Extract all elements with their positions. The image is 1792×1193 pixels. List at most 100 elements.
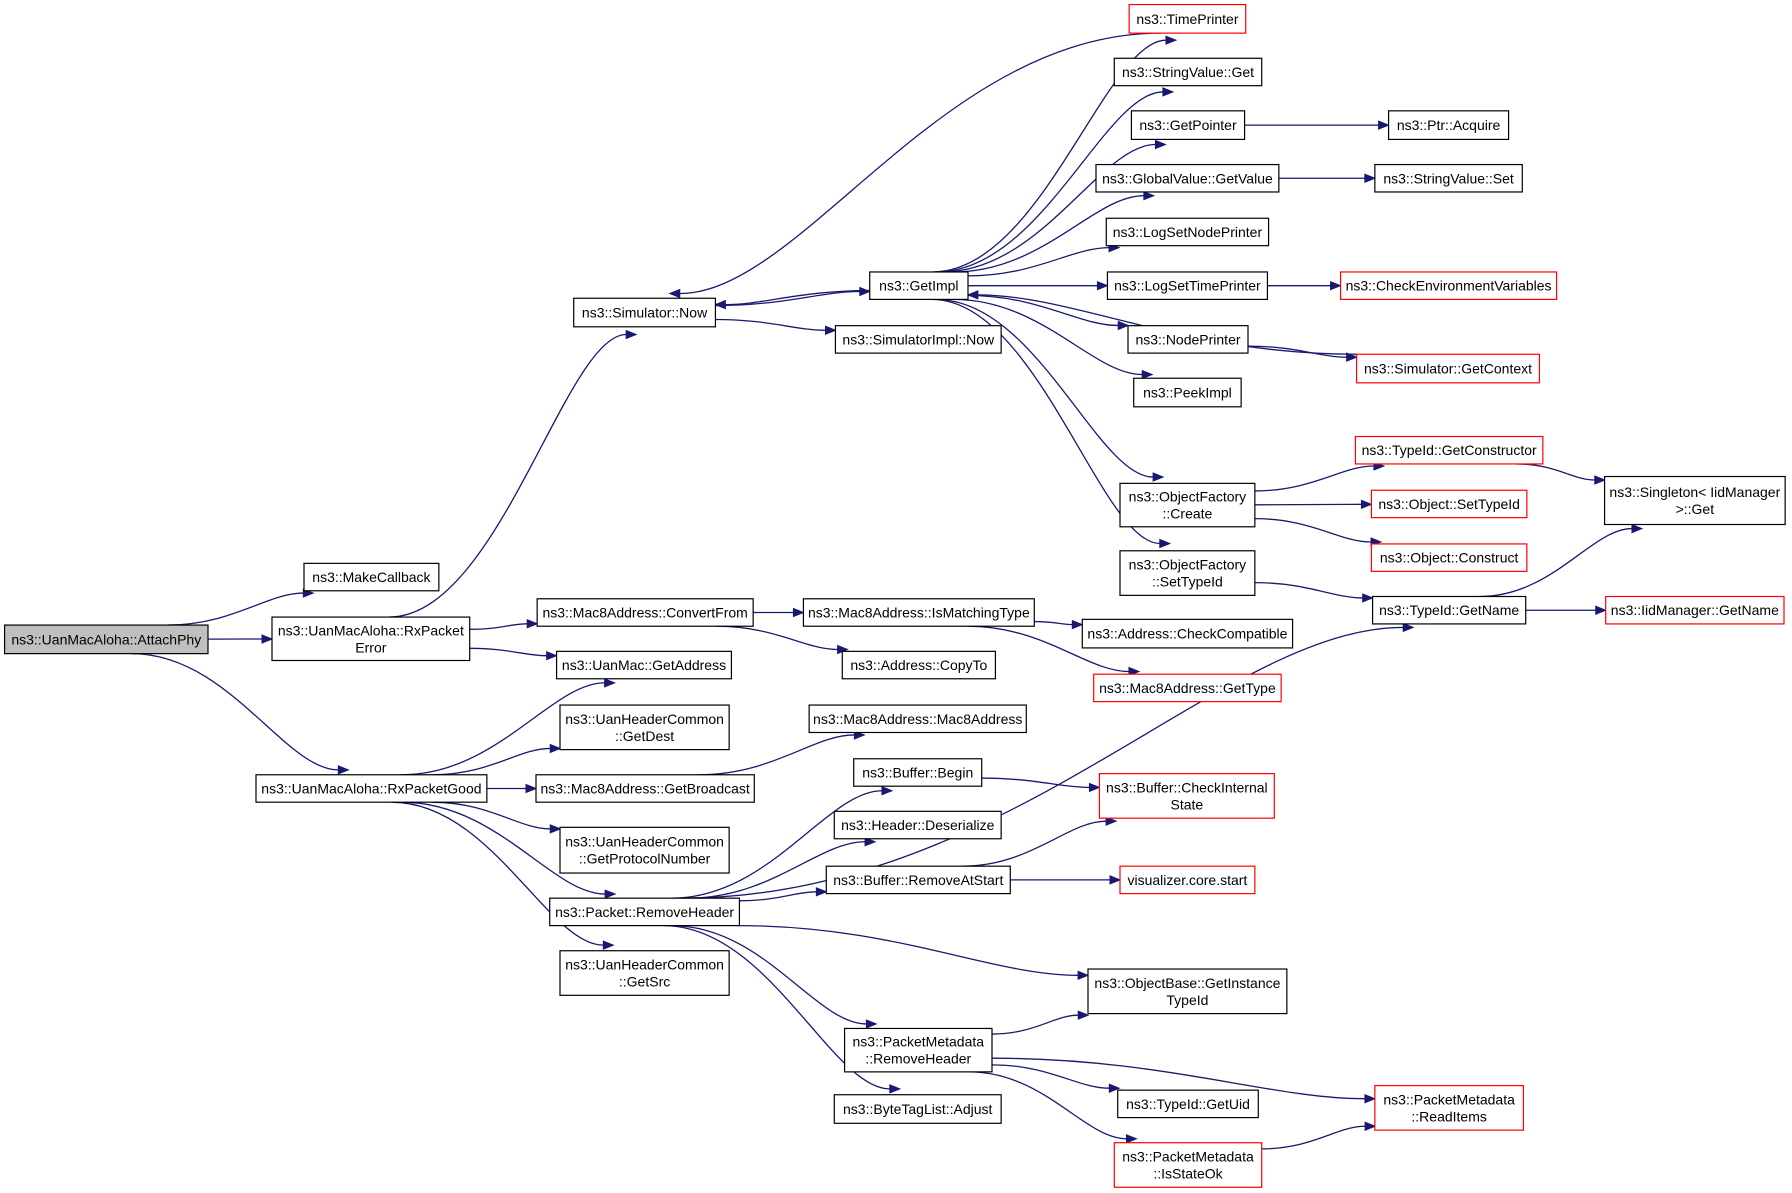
- node-checkenv[interactable]: ns3::CheckEnvironmentVariables: [1339, 271, 1558, 300]
- node-headerdeserialize[interactable]: ns3::Header::Deserialize: [833, 810, 1002, 840]
- edge-getimpl-to-logsetnodeprinter: [967, 246, 1110, 277]
- node-nodeprinter[interactable]: ns3::NodePrinter: [1127, 325, 1249, 354]
- node-label: ns3::PacketMetadata: [1122, 1149, 1254, 1165]
- node-simnow[interactable]: ns3::Simulator::Now: [573, 297, 717, 328]
- edge-rxpacketerror-to-uanmacgetaddress: [469, 647, 547, 657]
- node-box: [1087, 968, 1288, 1015]
- node-pktmetaisstateok[interactable]: ns3::PacketMetadata::IsStateOk: [1113, 1142, 1263, 1188]
- node-label: ns3::Mac8Address::ConvertFrom: [542, 604, 747, 620]
- arrowhead-rxpacketgood-to-packetremoveheader: [604, 889, 617, 899]
- node-singletonget[interactable]: ns3::Singleton< IidManager>::Get: [1603, 475, 1786, 526]
- arrowhead-objfactorysettypeid-to-typeidgetname: [1362, 593, 1375, 603]
- node-uanhdrgetdest[interactable]: ns3::UanHeaderCommon::GetDest: [559, 704, 730, 751]
- node-attachphy[interactable]: ns3::UanMacAloha::AttachPhy: [3, 624, 209, 655]
- node-ptracquire[interactable]: ns3::Ptr::Acquire: [1387, 110, 1510, 141]
- node-logsetnodeprinter[interactable]: ns3::LogSetNodePrinter: [1105, 217, 1270, 247]
- node-stringvalueset[interactable]: ns3::StringValue::Set: [1374, 163, 1523, 193]
- node-box: [1130, 110, 1246, 141]
- node-logsettimeprinter[interactable]: ns3::LogSetTimePrinter: [1106, 271, 1269, 300]
- node-uanmacgetaddress[interactable]: ns3::UanMac::GetAddress: [555, 650, 733, 680]
- node-label: ns3::PacketMetadata: [853, 1034, 985, 1050]
- arrowhead-objfactorycreate-to-objectsettypeid: [1360, 499, 1373, 510]
- node-typeidgetname[interactable]: ns3::TypeId::GetName: [1371, 595, 1527, 625]
- node-bufferbegin[interactable]: ns3::Buffer::Begin: [853, 758, 983, 787]
- node-mac8getbroadcast[interactable]: ns3::Mac8Address::GetBroadcast: [535, 774, 755, 803]
- node-box: [1371, 595, 1527, 625]
- node-label: ns3::Buffer::CheckInternal: [1106, 779, 1268, 795]
- node-box: [1355, 353, 1541, 384]
- node-box: [869, 271, 969, 300]
- arrowhead-getimpl-to-getpointer: [1154, 139, 1167, 150]
- node-mac8ismatchingtype[interactable]: ns3::Mac8Address::IsMatchingType: [802, 598, 1035, 627]
- node-pktmetaremoveheader[interactable]: ns3::PacketMetadata::RemoveHeader: [843, 1027, 993, 1073]
- node-makecallback[interactable]: ns3::MakeCallback: [303, 562, 440, 592]
- node-box: [1081, 618, 1294, 649]
- node-addresscheckcompatible[interactable]: ns3::Address::CheckCompatible: [1081, 618, 1294, 649]
- node-iidmanagergetname[interactable]: ns3::IidManager::GetName: [1605, 595, 1785, 625]
- node-objfactorycreate[interactable]: ns3::ObjectFactory::Create: [1119, 482, 1256, 528]
- node-box: [833, 1094, 1002, 1124]
- node-objfactorysettypeid[interactable]: ns3::ObjectFactory::SetTypeId: [1119, 550, 1256, 596]
- node-box: [825, 865, 1011, 895]
- edge-pktmetaremoveheader-to-pktmetareaditems: [991, 1057, 1365, 1100]
- node-mac8gettype[interactable]: ns3::Mac8Address::GetType: [1093, 673, 1282, 703]
- node-box: [808, 704, 1027, 734]
- edge-rxpacketgood-to-packetremoveheader: [401, 801, 606, 895]
- edge-objfactorycreate-to-objectconstruct: [1254, 517, 1372, 543]
- edge-getimpl-to-getpointer: [941, 143, 1156, 273]
- node-bufferremoveatstart[interactable]: ns3::Buffer::RemoveAtStart: [825, 865, 1011, 895]
- node-label: ns3::Address::CopyTo: [850, 657, 987, 673]
- node-peekimpl[interactable]: ns3::PeekImpl: [1133, 377, 1242, 408]
- edge-simnow-to-getimpl: [715, 290, 860, 307]
- node-uanhdrgetprotocol[interactable]: ns3::UanHeaderCommon::GetProtocolNumber: [559, 826, 730, 874]
- node-objectconstruct[interactable]: ns3::Object::Construct: [1370, 543, 1528, 572]
- edge-getimpl-to-simnow: [725, 289, 870, 306]
- node-stringvalueget[interactable]: ns3::StringValue::Get: [1113, 57, 1263, 87]
- arrowhead-getimpl-to-stringvalueget: [1162, 87, 1175, 97]
- node-label: ns3::Simulator::GetContext: [1364, 361, 1532, 377]
- node-box: [535, 774, 755, 803]
- node-simimplnow[interactable]: ns3::SimulatorImpl::Now: [834, 325, 1002, 354]
- node-box: [1605, 595, 1785, 625]
- node-box: [1113, 57, 1263, 87]
- node-mac8mac8address[interactable]: ns3::Mac8Address::Mac8Address: [808, 704, 1027, 734]
- node-pktmetareaditems[interactable]: ns3::PacketMetadata::ReadItems: [1374, 1084, 1525, 1131]
- node-label: ns3::SimulatorImpl::Now: [842, 331, 995, 347]
- node-box: [1119, 482, 1256, 528]
- node-bytetaglistadjust[interactable]: ns3::ByteTagList::Adjust: [833, 1094, 1002, 1124]
- node-box: [1117, 1089, 1259, 1119]
- node-visualizerstart[interactable]: visualizer.core.start: [1119, 865, 1256, 895]
- node-label: ::RemoveHeader: [865, 1051, 971, 1067]
- node-box: [1119, 865, 1256, 895]
- node-addresscopyto[interactable]: ns3::Address::CopyTo: [841, 650, 997, 680]
- node-typeidgetconstructor[interactable]: ns3::TypeId::GetConstructor: [1354, 435, 1544, 465]
- edge-rxpacketgood-to-uanhdrgetprotocol: [432, 801, 551, 830]
- node-mac8convertfrom[interactable]: ns3::Mac8Address::ConvertFrom: [536, 598, 754, 627]
- node-label: ::GetSrc: [619, 974, 670, 990]
- node-globalvaluegetvalue[interactable]: ns3::GlobalValue::GetValue: [1095, 163, 1280, 193]
- node-objectsettypeid[interactable]: ns3::Object::SetTypeId: [1370, 489, 1528, 519]
- arrowhead-typeidgetconstructor-to-singletonget: [1594, 475, 1607, 485]
- node-label: >::Get: [1676, 501, 1715, 517]
- node-label: ns3::UanMacAloha::RxPacketGood: [261, 780, 481, 796]
- node-packetremoveheader[interactable]: ns3::Packet::RemoveHeader: [549, 897, 741, 927]
- edge-getimpl-to-globalvaluegetvalue: [953, 195, 1144, 273]
- node-simgetcontext[interactable]: ns3::Simulator::GetContext: [1355, 353, 1541, 384]
- node-label: ::ReadItems: [1411, 1108, 1486, 1124]
- edge-pktmetaisstateok-to-pktmetareaditems: [1261, 1125, 1366, 1150]
- node-timeprinter[interactable]: ns3::TimePrinter: [1128, 3, 1247, 34]
- arrowhead-bufferremoveatstart-to-visualizerstart: [1109, 875, 1122, 885]
- node-getimpl[interactable]: ns3::GetImpl: [869, 271, 969, 300]
- node-typeidgetuid[interactable]: ns3::TypeId::GetUid: [1117, 1089, 1259, 1119]
- node-box: [1098, 773, 1275, 819]
- node-uanhdrgetsrc[interactable]: ns3::UanHeaderCommon::GetSrc: [559, 950, 730, 996]
- node-label: ns3::UanHeaderCommon: [565, 711, 724, 727]
- edge-objfactorysettypeid-to-typeidgetname: [1254, 581, 1363, 599]
- node-rxpacketgood[interactable]: ns3::UanMacAloha::RxPacketGood: [255, 774, 488, 803]
- node-box: [1106, 271, 1269, 300]
- node-getpointer[interactable]: ns3::GetPointer: [1130, 110, 1246, 141]
- arrowhead-typeidgetname-to-singletonget: [1631, 523, 1644, 534]
